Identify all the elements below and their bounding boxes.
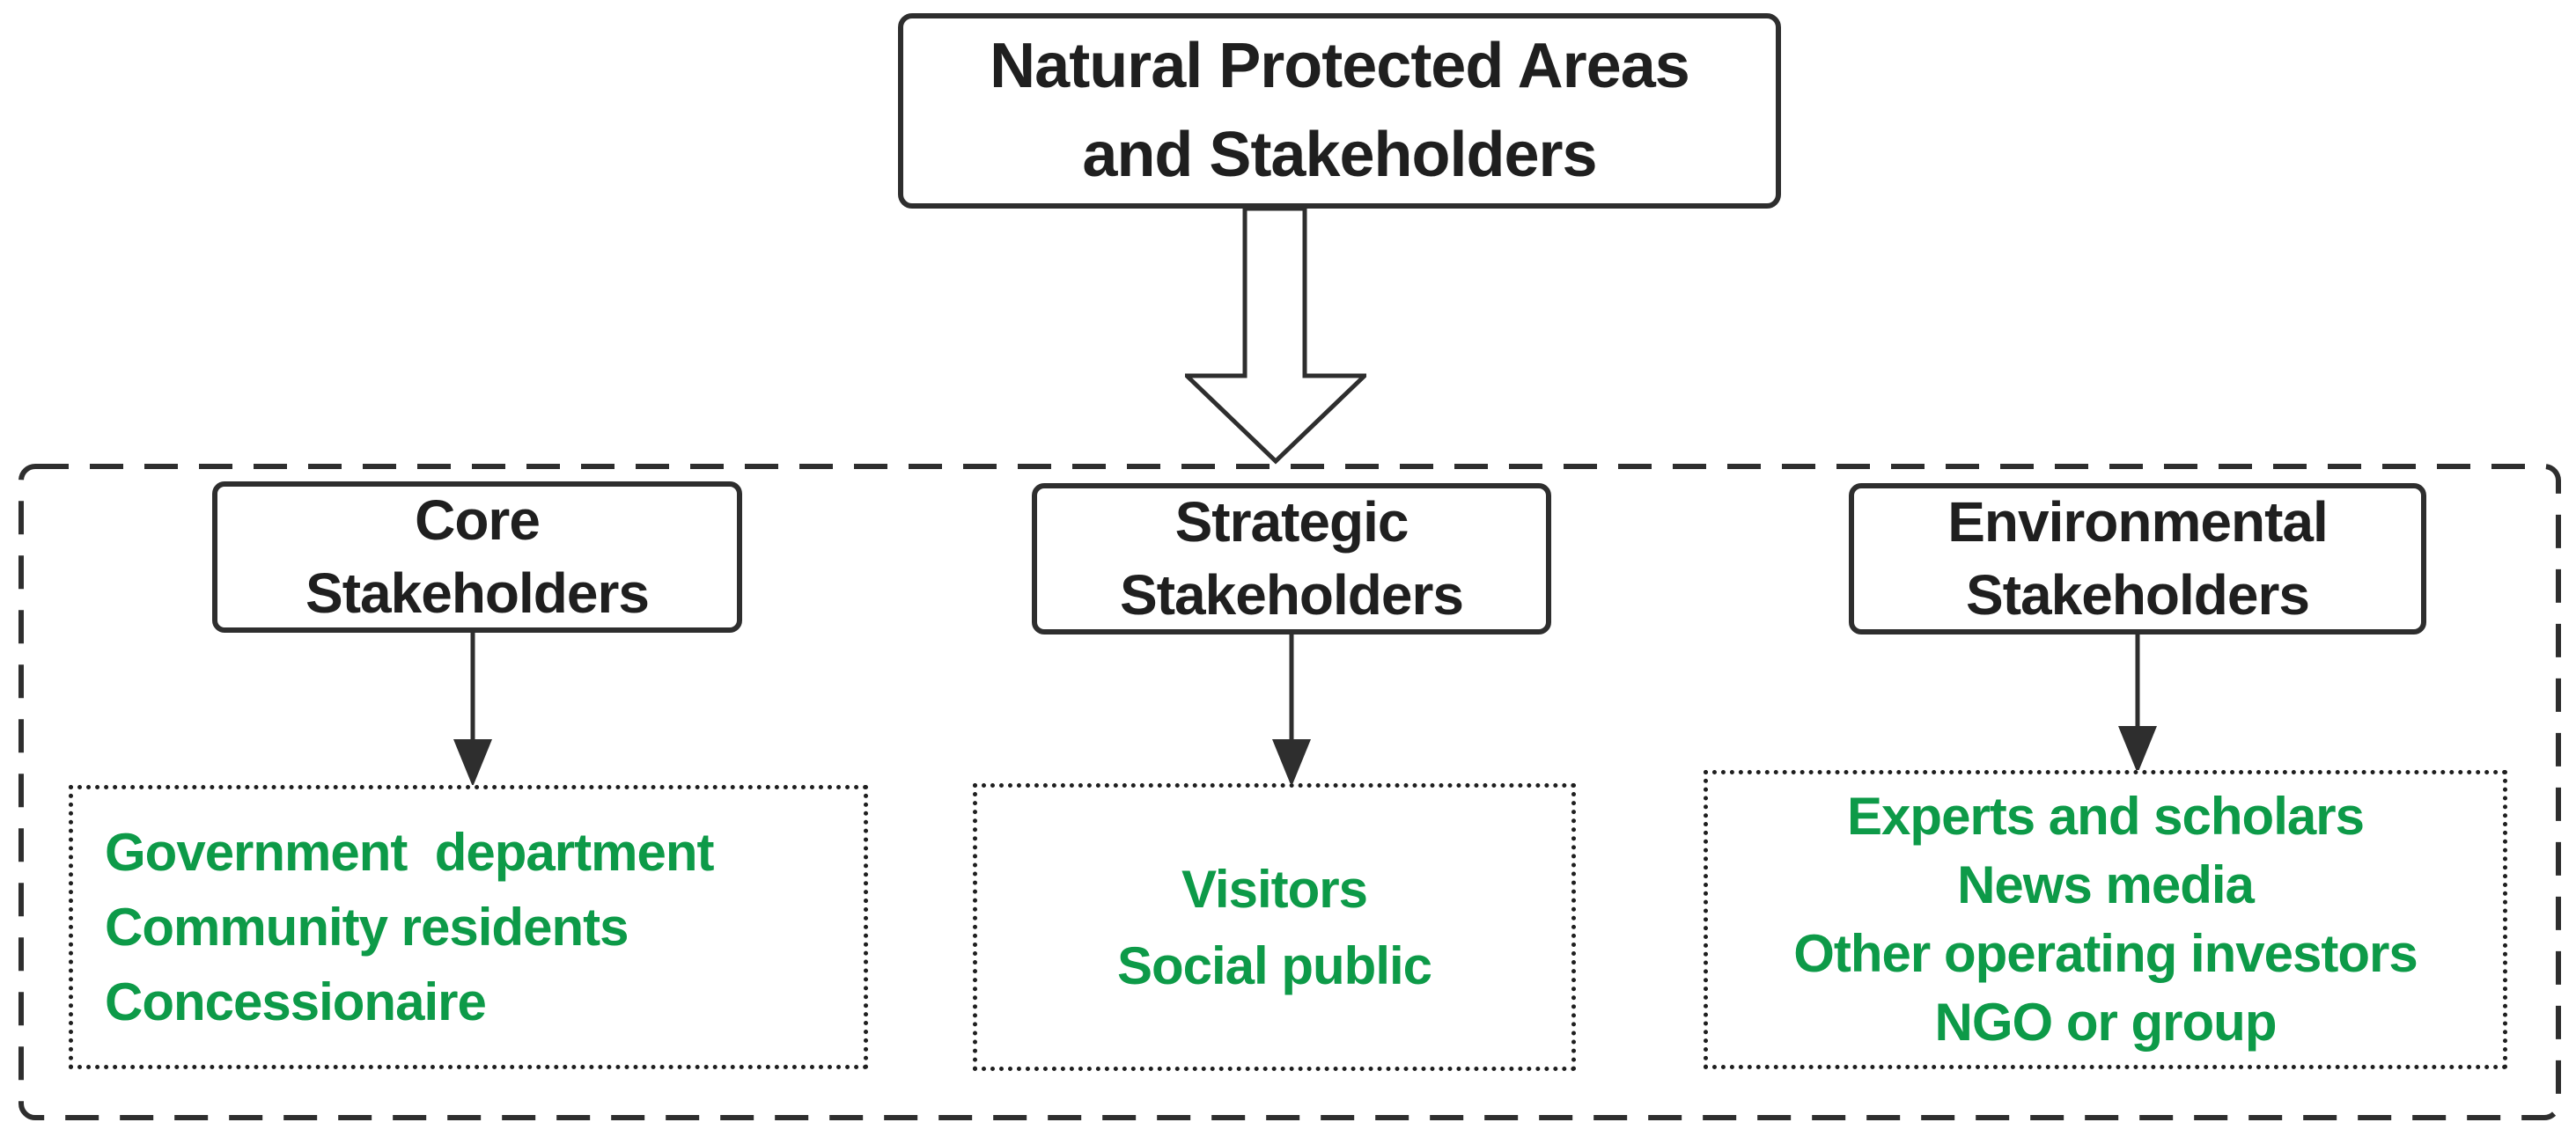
list-item: Community residents (105, 897, 629, 957)
strategic-header-line-1: Strategic (1174, 489, 1409, 554)
core-header-line-2: Stakeholders (305, 561, 650, 625)
core-header-line-1: Core (415, 488, 541, 552)
list-item: Concessionaire (105, 972, 487, 1032)
list-item: Other operating investors (1793, 924, 2418, 983)
list-item: Social public (1116, 935, 1432, 995)
title-box: Natural Protected Areas and Stakeholders (898, 13, 1781, 209)
list-item: Government department (105, 822, 714, 882)
title-line-1: Natural Protected Areas (990, 31, 1690, 102)
environmental-stakeholders-box: Environmental Stakeholders (1849, 483, 2426, 635)
list-item: Visitors (1181, 859, 1368, 919)
environmental-header-line-1: Environmental (1947, 489, 2329, 554)
strategic-connector-arrow (1272, 634, 1311, 787)
strategic-header-line-2: Stakeholders (1120, 563, 1464, 627)
title-line-2: and Stakeholders (1082, 120, 1597, 190)
core-stakeholders-box: Core Stakeholders (212, 481, 742, 633)
environmental-items-box: Experts and scholars News media Other op… (1704, 770, 2507, 1069)
list-item: NGO or group (1934, 993, 2278, 1052)
strategic-stakeholders-box: Strategic Stakeholders (1032, 483, 1551, 635)
core-connector-arrow (453, 632, 492, 787)
environmental-connector-arrow (2118, 634, 2157, 774)
stakeholder-groups-container-border (18, 464, 2561, 1120)
list-item: News media (1957, 855, 2255, 914)
core-items-box: Government department Community resident… (69, 785, 868, 1069)
main-down-block-arrow (1185, 208, 1366, 465)
environmental-header-line-2: Stakeholders (1966, 563, 2310, 627)
list-item: Experts and scholars (1847, 787, 2365, 846)
strategic-items-box: Visitors Social public (973, 783, 1576, 1071)
